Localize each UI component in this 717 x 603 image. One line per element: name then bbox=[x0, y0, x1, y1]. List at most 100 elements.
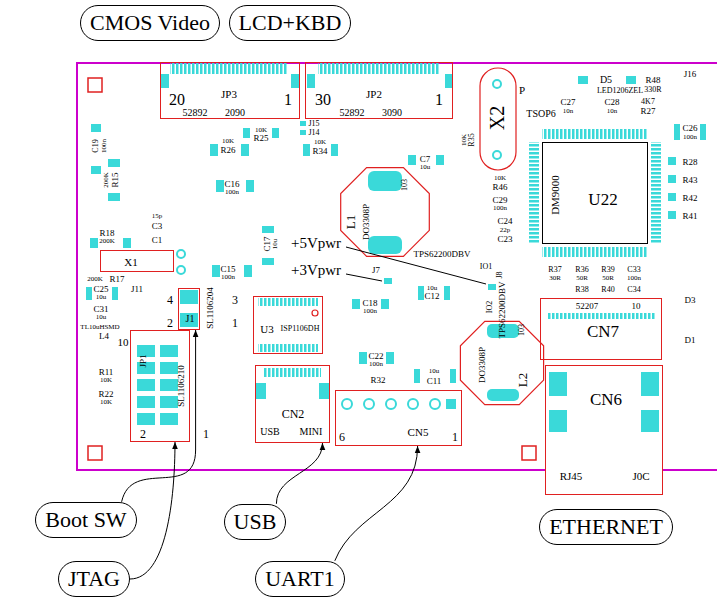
copper-pad bbox=[300, 130, 306, 135]
part-label: U22 bbox=[588, 191, 617, 208]
silkscreen-label: 10u bbox=[96, 314, 107, 321]
callout-bubble: LCD+KBD bbox=[229, 5, 352, 41]
component-outline: X1 bbox=[100, 250, 174, 272]
copper-pad bbox=[668, 175, 676, 183]
silkscreen-label: C11 bbox=[427, 377, 442, 386]
part-label: JP3 bbox=[221, 89, 237, 100]
silkscreen-label: R26 bbox=[220, 146, 235, 155]
silkscreen-label: 10u bbox=[427, 285, 438, 292]
part-label: X1 bbox=[124, 257, 137, 268]
leader-line bbox=[346, 247, 486, 284]
silkscreen-label: 100n bbox=[101, 139, 108, 153]
silkscreen-label: TPS62200DBV bbox=[498, 281, 507, 338]
silkscreen-label: C25 bbox=[93, 285, 108, 294]
silkscreen-label: R37 bbox=[548, 266, 561, 274]
component-outline: 20 JP3 1 52892 2090 bbox=[160, 62, 300, 119]
part-label: 20 bbox=[169, 92, 185, 108]
pin-ring bbox=[430, 399, 440, 409]
silkscreen-label: 10K bbox=[255, 127, 267, 134]
silkscreen-label: 10u bbox=[272, 239, 279, 250]
copper-pad bbox=[307, 74, 315, 88]
copper-pad bbox=[641, 372, 659, 396]
silkscreen-label: R35 bbox=[468, 133, 476, 146]
copper-pad bbox=[626, 76, 636, 84]
leader-line bbox=[276, 443, 322, 504]
callout-bubble: UART1 bbox=[255, 561, 345, 597]
silkscreen-label: 15p bbox=[152, 213, 163, 220]
copper-pad bbox=[641, 410, 659, 432]
copper-pad bbox=[668, 211, 676, 219]
silkscreen-label: C34 bbox=[627, 286, 640, 294]
callout-bubble: CMOS Video bbox=[80, 5, 220, 41]
copper-pad bbox=[450, 369, 456, 383]
silkscreen-label: C22 bbox=[368, 352, 383, 361]
board-outline bbox=[77, 63, 717, 470]
silkscreen-label: C27 bbox=[560, 98, 575, 107]
silkscreen-label: 200K bbox=[103, 172, 110, 188]
silkscreen-label: 10n bbox=[607, 108, 618, 115]
silkscreen-label: C17 bbox=[263, 236, 272, 251]
silkscreen-label: R28 bbox=[682, 158, 697, 167]
silkscreen-label: 50R bbox=[602, 275, 614, 282]
component-outline: U3ISP1106DH bbox=[253, 296, 323, 354]
silkscreen-label: D1 bbox=[685, 336, 696, 345]
part-label: 2090 bbox=[225, 108, 245, 118]
silkscreen-label: 10K bbox=[461, 134, 468, 146]
silkscreen-label: 30R bbox=[549, 275, 561, 282]
silkscreen-label: 100n bbox=[363, 308, 377, 315]
silkscreen-label: USB bbox=[260, 427, 279, 437]
part-label: 52892 bbox=[183, 108, 208, 118]
silkscreen-label: J16 bbox=[684, 70, 697, 79]
copper-pad bbox=[319, 383, 329, 399]
part-label: 1 bbox=[284, 92, 292, 108]
silkscreen-label: C31 bbox=[93, 305, 108, 314]
silkscreen-label: R32 bbox=[370, 376, 385, 385]
copper-pad bbox=[90, 238, 98, 248]
silkscreen-label: +5Vpwr bbox=[291, 236, 341, 251]
callout-bubble: Boot SW bbox=[35, 502, 136, 538]
copper-pad bbox=[414, 369, 420, 383]
component-outline: DM9000 U22 bbox=[542, 142, 648, 244]
copper-pad bbox=[700, 124, 706, 140]
copper-pad bbox=[210, 144, 218, 156]
silkscreen-label: L1 bbox=[344, 215, 357, 229]
silkscreen-label: R15 bbox=[111, 172, 120, 187]
silkscreen-label: 2 bbox=[140, 428, 146, 440]
silkscreen-label: TL10uHSMD bbox=[80, 324, 119, 331]
silkscreen-label: 100n bbox=[683, 134, 697, 141]
copper-pad bbox=[108, 193, 120, 201]
mounting-square bbox=[88, 446, 102, 460]
silkscreen-label: TPS62200DBV bbox=[413, 250, 470, 259]
copper-pad bbox=[318, 63, 440, 74]
silkscreen-label: 103 bbox=[518, 324, 526, 336]
silkscreen-label: P bbox=[519, 85, 525, 96]
silkscreen-label: DO3308P bbox=[478, 347, 487, 383]
mounting-square bbox=[88, 78, 536, 460]
leader-line bbox=[130, 442, 175, 579]
copper-pad bbox=[108, 159, 120, 167]
silkscreen-label: R22 bbox=[98, 390, 113, 399]
silkscreen-label: 10u bbox=[429, 368, 440, 375]
part-label: 52892 bbox=[340, 108, 365, 118]
silkscreen-label: R17 bbox=[109, 275, 124, 284]
silkscreen-label: R48 bbox=[645, 76, 660, 85]
callout-text: CMOS Video bbox=[90, 10, 210, 36]
silkscreen-label: J15 bbox=[308, 120, 319, 128]
copper-pad bbox=[352, 299, 360, 309]
silkscreen-label: 10n bbox=[563, 108, 574, 115]
part-outline bbox=[341, 168, 430, 257]
copper-pad bbox=[160, 362, 178, 374]
silkscreen-label: C12 bbox=[424, 292, 439, 301]
silkscreen-label: R27 bbox=[640, 107, 655, 116]
silkscreen-label: X2 bbox=[487, 106, 507, 130]
silkscreen-label: 50R bbox=[576, 275, 588, 282]
leader-line bbox=[122, 330, 196, 502]
copper-pad bbox=[331, 144, 338, 156]
silkscreen-label: 4 bbox=[167, 294, 173, 306]
silkscreen-label: 330R bbox=[644, 86, 661, 94]
copper-pad bbox=[303, 144, 310, 156]
copper-pad bbox=[488, 284, 496, 290]
silkscreen-label: 100n bbox=[627, 275, 641, 282]
pin-ring bbox=[177, 266, 185, 274]
part-label: DM9000 bbox=[550, 175, 561, 215]
